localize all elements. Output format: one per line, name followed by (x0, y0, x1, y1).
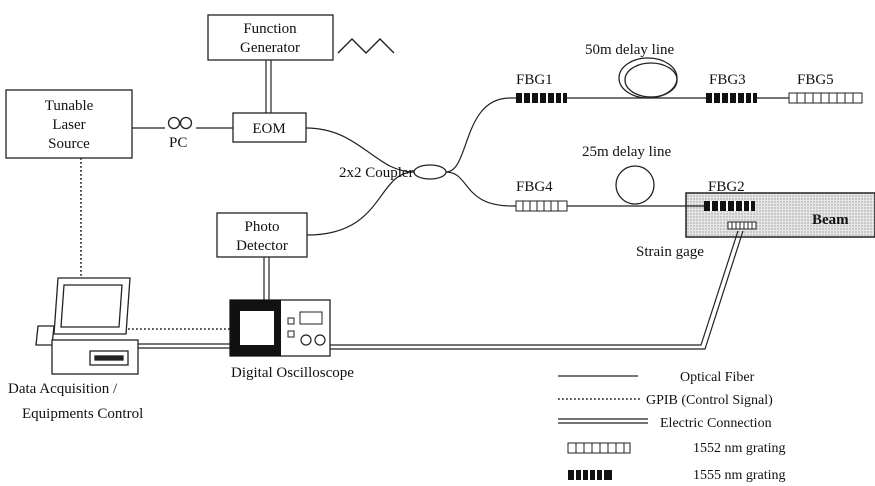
eom-label: EOM (252, 121, 285, 137)
computer-icon (35, 277, 139, 375)
coupler (413, 164, 447, 180)
fbg5-grating (788, 92, 863, 104)
legend-gpib-label: GPIB (Control Signal) (646, 393, 773, 408)
laser-source-block: Tunable Laser Source (5, 89, 133, 159)
fbg1-grating (516, 93, 567, 103)
legend-optical-label: Optical Fiber (680, 370, 755, 385)
delay-50m-label: 50m delay line (585, 42, 674, 58)
strain-gage-label: Strain gage (636, 244, 704, 260)
function-generator-block: Function Generator (207, 14, 334, 61)
electric-connections (138, 60, 744, 350)
strain-gage (727, 221, 757, 230)
fiber-detector-coupler (306, 171, 415, 236)
legend-1552-label: 1552 nm grating (693, 441, 786, 456)
pc-icon (167, 116, 193, 130)
fbg3-grating (706, 93, 757, 103)
delay-25m-label: 25m delay line (582, 144, 671, 160)
coupler-label: 2x2 Coupler (339, 165, 414, 181)
fbg5-label: FBG5 (797, 72, 834, 88)
fbg4-label: FBG4 (516, 179, 553, 195)
oscilloscope-icon (229, 299, 331, 357)
daq-label-line-1: Data Acquisition / (8, 381, 118, 397)
function-generator-line-2: Generator (240, 40, 300, 56)
fbg2-grating (704, 201, 755, 211)
fiber-coupler-upper (445, 97, 516, 173)
optical-fibers (132, 97, 789, 236)
oscilloscope-label: Digital Oscilloscope (231, 365, 354, 381)
fiber-coupler-lower (445, 171, 516, 207)
fbg4-grating (515, 200, 568, 212)
eom-block: EOM (232, 112, 307, 143)
legend-1555-swatch (568, 470, 612, 480)
laser-line-3: Source (48, 136, 90, 152)
daq-label-line-2: Equipments Control (22, 406, 143, 422)
legend-electric-label: Electric Connection (660, 416, 772, 431)
legend: Optical Fiber GPIB (Control Signal) Elec… (558, 370, 786, 483)
legend-electric-swatch (558, 418, 648, 424)
delay-coil-25m (615, 165, 655, 205)
pc-label: PC (169, 135, 187, 151)
fiber-eom-coupler (305, 127, 415, 173)
legend-1555-label: 1555 nm grating (693, 468, 786, 483)
fbg1-label: FBG1 (516, 72, 553, 88)
fbg2-label: FBG2 (708, 179, 745, 195)
fbg3-label: FBG3 (709, 72, 746, 88)
photo-detector-line-2: Detector (236, 238, 288, 254)
gpib-connections (80, 158, 230, 330)
photo-detector-line-1: Photo (244, 219, 279, 235)
beam-label: Beam (812, 212, 849, 228)
legend-1552-swatch (567, 442, 631, 454)
delay-coil-50m (618, 57, 678, 99)
beam: Beam (685, 192, 875, 238)
photo-detector-block: Photo Detector (216, 212, 308, 258)
triangle-wave-icon (337, 38, 395, 54)
laser-line-1: Tunable (45, 98, 94, 114)
function-generator-line-1: Function (243, 21, 297, 37)
laser-line-2: Laser (52, 117, 85, 133)
